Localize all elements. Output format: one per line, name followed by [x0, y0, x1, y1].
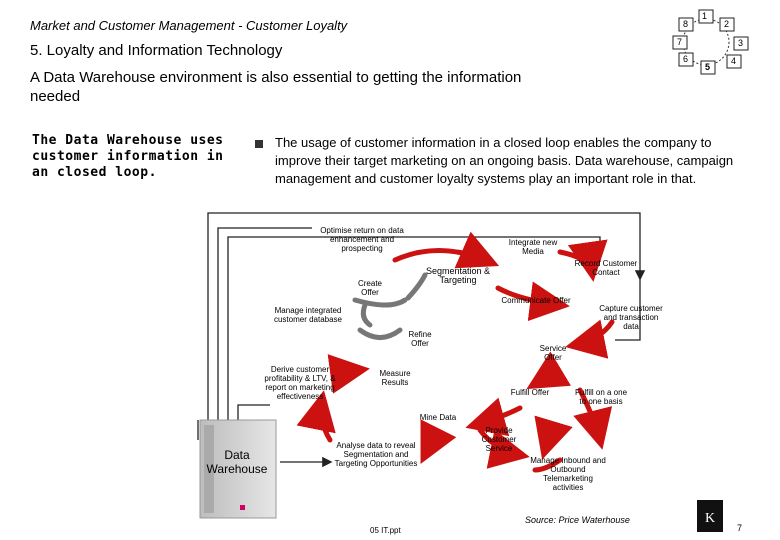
node-capture: Capture customer and transaction data: [599, 304, 663, 331]
node-segmentation: Segmentation & Targeting: [425, 266, 491, 285]
node-integrate-media: Integrate new Media: [508, 238, 558, 256]
node-fulfill-offer: Fulfill Offer: [510, 388, 550, 397]
nav-badge-number: 7: [677, 37, 683, 47]
node-communicate-offer: Communicate Offer: [501, 296, 571, 305]
node-analyse: Analyse data to reveal Segmentation and …: [334, 441, 418, 468]
data-warehouse-label: Data Warehouse: [206, 448, 268, 476]
company-logo: K: [697, 500, 723, 532]
node-manage-inbound: Manage Inbound and Outbound Telemarketin…: [530, 456, 606, 492]
nav-badge-number: 3: [738, 38, 744, 48]
node-create-offer: Create Offer: [357, 279, 382, 297]
node-record-contact: Record Customer Contact: [574, 259, 638, 277]
node-manage-db: Manage integrated customer database: [273, 306, 343, 324]
page-subtitle: A Data Warehouse environment is also ess…: [30, 69, 522, 105]
left-caption: The Data Warehouse uses customer informa…: [32, 133, 224, 180]
nav-badge-number: 4: [731, 56, 737, 66]
nav-badge-number: 8: [683, 19, 689, 29]
page-number: 7: [737, 523, 743, 533]
node-provide-service: Provide Customer Service: [481, 426, 517, 453]
node-optimise: Optimise return on data enhancement and …: [320, 226, 404, 253]
nav-badge: [672, 9, 749, 75]
svg-text:K: K: [705, 511, 715, 526]
nav-badge-number: 6: [683, 54, 689, 64]
nav-badge-number: 1: [702, 11, 708, 21]
data-warehouse-server: [199, 419, 277, 519]
bullet-text: The usage of customer information in a c…: [275, 135, 734, 186]
nav-badge-number: 2: [724, 19, 730, 29]
page-title: 5. Loyalty and Information Technology: [30, 42, 283, 59]
nav-badge-number-active: 5: [705, 62, 711, 72]
footer-filename: 05 IT.ppt: [370, 526, 401, 535]
node-refine-offer: Refine Offer: [408, 330, 432, 348]
bullet-icon: [255, 140, 263, 148]
node-mine-data: Mine Data: [419, 413, 457, 422]
node-measure: Measure Results: [379, 369, 411, 387]
node-derive: Derive customer profitability & LTV, & r…: [264, 365, 336, 401]
node-service-offer: Service Offer: [539, 344, 567, 362]
source-note: Source: Price Waterhouse: [525, 515, 630, 525]
section-header: Market and Customer Management - Custome…: [30, 18, 348, 33]
node-fulfill-basis: Fulfill on a one to one basis: [574, 388, 628, 406]
